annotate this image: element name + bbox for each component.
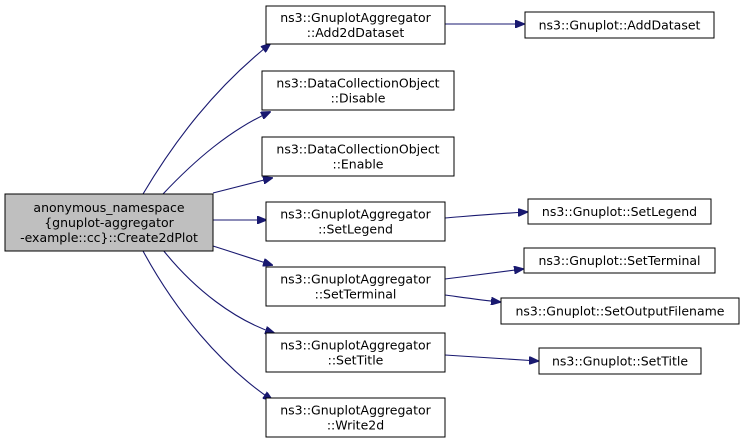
node-box [265, 201, 446, 242]
node-label-line: ns3::Gnuplot::SetLegend [542, 204, 697, 219]
node-label-line: ns3::GnuplotAggregator [280, 272, 431, 287]
node-datacollectionobject-disable[interactable]: ns3::DataCollectionObject::Disable [261, 70, 455, 111]
node-gnuplotaggregator-add2ddataset[interactable]: ns3::GnuplotAggregator::Add2dDataset [265, 5, 446, 45]
node-label-line: -example::cc}::Create2dPlot [20, 230, 198, 245]
node-gnuplot-setoutputfilename[interactable]: ns3::Gnuplot::SetOutputFilename [500, 297, 740, 325]
node-label-line: ns3::DataCollectionObject [276, 142, 439, 157]
node-label-line: ::SetTitle [328, 353, 384, 368]
node-gnuplotaggregator-write2d[interactable]: ns3::GnuplotAggregator::Write2d [265, 397, 446, 438]
edge-root-to-enable [212, 178, 272, 194]
node-gnuplotaggregator-setterminal[interactable]: ns3::GnuplotAggregator::SetTerminal [265, 266, 446, 307]
edge-root-to-setterminal [212, 245, 272, 265]
node-box [265, 397, 446, 438]
node-box [265, 332, 446, 373]
node-label-line: ns3::Gnuplot::SetTerminal [538, 253, 700, 268]
edge-root-to-write2d [142, 250, 272, 400]
node-gnuplotaggregator-setlegend[interactable]: ns3::GnuplotAggregator::SetLegend [265, 201, 446, 242]
edge-root-to-add2d [142, 44, 270, 195]
edge-setterminal-to-g-setoutput [444, 294, 500, 302]
node-box [538, 347, 702, 375]
node-label-line: ::SetLegend [318, 222, 393, 237]
node-label-line: ns3::GnuplotAggregator [280, 403, 431, 418]
edge-setlegend-to-g-setlegend [444, 212, 527, 219]
node-label-line: ns3::Gnuplot::AddDataset [539, 18, 701, 33]
node-box [261, 136, 455, 177]
edge-root-to-settitle [162, 249, 274, 333]
node-label-line: ::Disable [331, 91, 386, 106]
node-label-line: ::SetTerminal [315, 287, 397, 302]
node-box [4, 193, 214, 252]
node-gnuplot-setterminal[interactable]: ns3::Gnuplot::SetTerminal [523, 247, 716, 274]
node-label-line: ns3::Gnuplot::SetTitle [552, 354, 688, 369]
node-datacollectionobject-enable[interactable]: ns3::DataCollectionObject::Enable [261, 136, 455, 177]
node-gnuplotaggregator-settitle[interactable]: ns3::GnuplotAggregator::SetTitle [265, 332, 446, 373]
node-label-line: {gnuplot-aggregator [44, 215, 174, 230]
node-label-line: ::Add2dDataset [307, 25, 405, 40]
edge-setterminal-to-g-setterminal [444, 269, 523, 280]
node-label-line: ns3::Gnuplot::SetOutputFilename [515, 304, 724, 319]
node-label-line: anonymous_namespace [33, 200, 184, 215]
node-gnuplot-settitle[interactable]: ns3::Gnuplot::SetTitle [538, 347, 702, 375]
node-box [527, 198, 712, 225]
node-gnuplot-adddataset[interactable]: ns3::Gnuplot::AddDataset [524, 11, 715, 39]
node-label-line: ns3::GnuplotAggregator [280, 207, 431, 222]
node-label-line: ns3::DataCollectionObject [276, 76, 439, 91]
node-label-line: ::Enable [332, 157, 383, 172]
node-gnuplot-setlegend[interactable]: ns3::Gnuplot::SetLegend [527, 198, 712, 225]
node-box [500, 297, 740, 325]
edge-root-to-disable [162, 112, 270, 195]
node-label-line: ::Write2d [327, 418, 384, 433]
node-box [523, 247, 716, 274]
node-box [261, 70, 455, 111]
node-box [265, 5, 446, 45]
node-box [524, 11, 715, 39]
node-create2dplot-root[interactable]: anonymous_namespace{gnuplot-aggregator-e… [4, 193, 214, 252]
node-label-line: ns3::GnuplotAggregator [280, 10, 431, 25]
edge-settitle-to-g-settitle [444, 354, 538, 361]
node-label-line: ns3::GnuplotAggregator [280, 338, 431, 353]
node-box [265, 266, 446, 307]
